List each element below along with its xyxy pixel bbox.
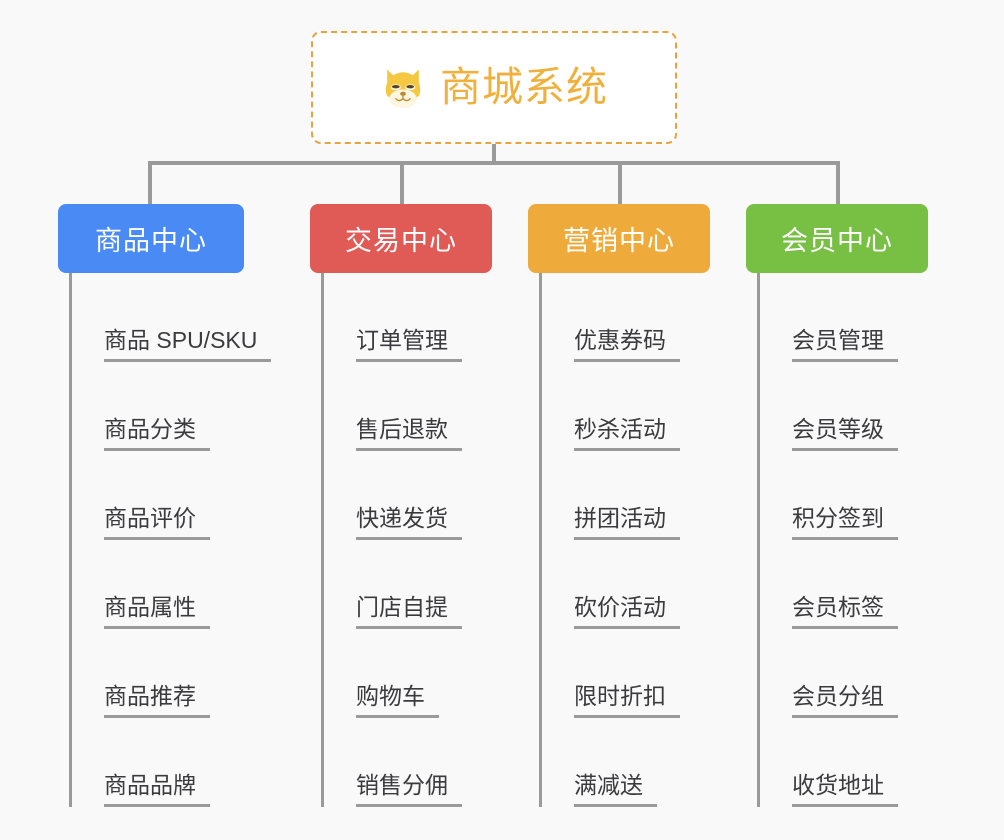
leaf-label: 商品评价 <box>104 506 210 540</box>
leaf-label: 快递发货 <box>356 506 462 540</box>
leaf-item[interactable]: 会员标签 <box>746 540 928 629</box>
leaf-label: 限时折扣 <box>574 684 680 718</box>
leaf-label: 门店自提 <box>356 595 462 629</box>
branch-column-1: 商品中心 商品 SPU/SKU 商品分类 商品评价 商品属性 商品推荐 商品品牌 <box>58 204 272 807</box>
leaf-label: 会员等级 <box>792 417 898 451</box>
leaf-item[interactable]: 商品评价 <box>58 451 244 540</box>
leaf-spine-2 <box>321 273 324 807</box>
leaf-list-2: 订单管理 售后退款 快递发货 门店自提 购物车 销售分佣 <box>310 273 492 807</box>
connector-bus-bar <box>148 161 840 165</box>
leaf-label: 会员标签 <box>792 595 898 629</box>
leaf-label: 购物车 <box>356 684 439 718</box>
category-box-3[interactable]: 营销中心 <box>528 204 710 273</box>
leaf-item[interactable]: 快递发货 <box>310 451 492 540</box>
leaf-label: 商品 SPU/SKU <box>104 328 272 362</box>
connector-drop-2 <box>400 161 404 206</box>
leaf-label: 收货地址 <box>792 773 898 807</box>
leaf-label: 商品品牌 <box>104 773 210 807</box>
leaf-label: 商品属性 <box>104 595 210 629</box>
leaf-item[interactable]: 积分签到 <box>746 451 928 540</box>
leaf-item[interactable]: 售后退款 <box>310 362 492 451</box>
leaf-item[interactable]: 限时折扣 <box>528 629 710 718</box>
branch-column-2: 交易中心 订单管理 售后退款 快递发货 门店自提 购物车 销售分佣 <box>310 204 492 807</box>
leaf-label: 砍价活动 <box>574 595 680 629</box>
leaf-item[interactable]: 会员分组 <box>746 629 928 718</box>
leaf-item[interactable]: 商品属性 <box>58 540 244 629</box>
connector-drop-3 <box>618 161 622 206</box>
leaf-label: 会员分组 <box>792 684 898 718</box>
category-label-2: 交易中心 <box>345 226 457 256</box>
leaf-list-1: 商品 SPU/SKU 商品分类 商品评价 商品属性 商品推荐 商品品牌 <box>58 273 272 807</box>
category-label-4: 会员中心 <box>781 226 893 256</box>
leaf-item[interactable]: 满减送 <box>528 718 710 807</box>
leaf-label: 售后退款 <box>356 417 462 451</box>
branch-column-3: 营销中心 优惠券码 秒杀活动 拼团活动 砍价活动 限时折扣 满减送 <box>528 204 710 807</box>
root-node-商城系统[interactable]: 商城系统 <box>311 31 677 144</box>
leaf-item[interactable]: 拼团活动 <box>528 451 710 540</box>
leaf-item[interactable]: 商品品牌 <box>58 718 244 807</box>
leaf-item[interactable]: 购物车 <box>310 629 492 718</box>
category-label-1: 商品中心 <box>95 226 207 256</box>
leaf-item[interactable]: 商品 SPU/SKU <box>58 273 272 362</box>
category-box-1[interactable]: 商品中心 <box>58 204 244 273</box>
leaf-item[interactable]: 会员等级 <box>746 362 928 451</box>
connector-drop-1 <box>148 161 152 206</box>
leaf-item[interactable]: 订单管理 <box>310 273 492 362</box>
leaf-item[interactable]: 商品推荐 <box>58 629 244 718</box>
leaf-label: 会员管理 <box>792 328 898 362</box>
branch-column-4: 会员中心 会员管理 会员等级 积分签到 会员标签 会员分组 收货地址 <box>746 204 928 807</box>
connector-drop-4 <box>836 161 840 206</box>
leaf-item[interactable]: 秒杀活动 <box>528 362 710 451</box>
leaf-item[interactable]: 砍价活动 <box>528 540 710 629</box>
leaf-label: 拼团活动 <box>574 506 680 540</box>
leaf-spine-4 <box>757 273 760 807</box>
leaf-label: 满减送 <box>574 773 657 807</box>
shiba-dog-face-icon <box>385 68 421 108</box>
category-box-4[interactable]: 会员中心 <box>746 204 928 273</box>
leaf-item[interactable]: 优惠券码 <box>528 273 710 362</box>
leaf-label: 订单管理 <box>356 328 462 362</box>
leaf-list-3: 优惠券码 秒杀活动 拼团活动 砍价活动 限时折扣 满减送 <box>528 273 710 807</box>
root-node-label: 商城系统 <box>440 64 608 110</box>
leaf-item[interactable]: 商品分类 <box>58 362 244 451</box>
category-box-2[interactable]: 交易中心 <box>310 204 492 273</box>
leaf-label: 商品推荐 <box>104 684 210 718</box>
leaf-spine-3 <box>539 273 542 807</box>
leaf-label: 优惠券码 <box>574 328 680 362</box>
leaf-item[interactable]: 门店自提 <box>310 540 492 629</box>
leaf-item[interactable]: 收货地址 <box>746 718 928 807</box>
leaf-list-4: 会员管理 会员等级 积分签到 会员标签 会员分组 收货地址 <box>746 273 928 807</box>
leaf-item[interactable]: 会员管理 <box>746 273 928 362</box>
connector-root-stem <box>492 144 496 165</box>
leaf-label: 销售分佣 <box>356 773 462 807</box>
leaf-label: 商品分类 <box>104 417 210 451</box>
category-label-3: 营销中心 <box>563 226 675 256</box>
leaf-item[interactable]: 销售分佣 <box>310 718 492 807</box>
leaf-label: 积分签到 <box>792 506 898 540</box>
leaf-label: 秒杀活动 <box>574 417 680 451</box>
leaf-spine-1 <box>69 273 72 807</box>
